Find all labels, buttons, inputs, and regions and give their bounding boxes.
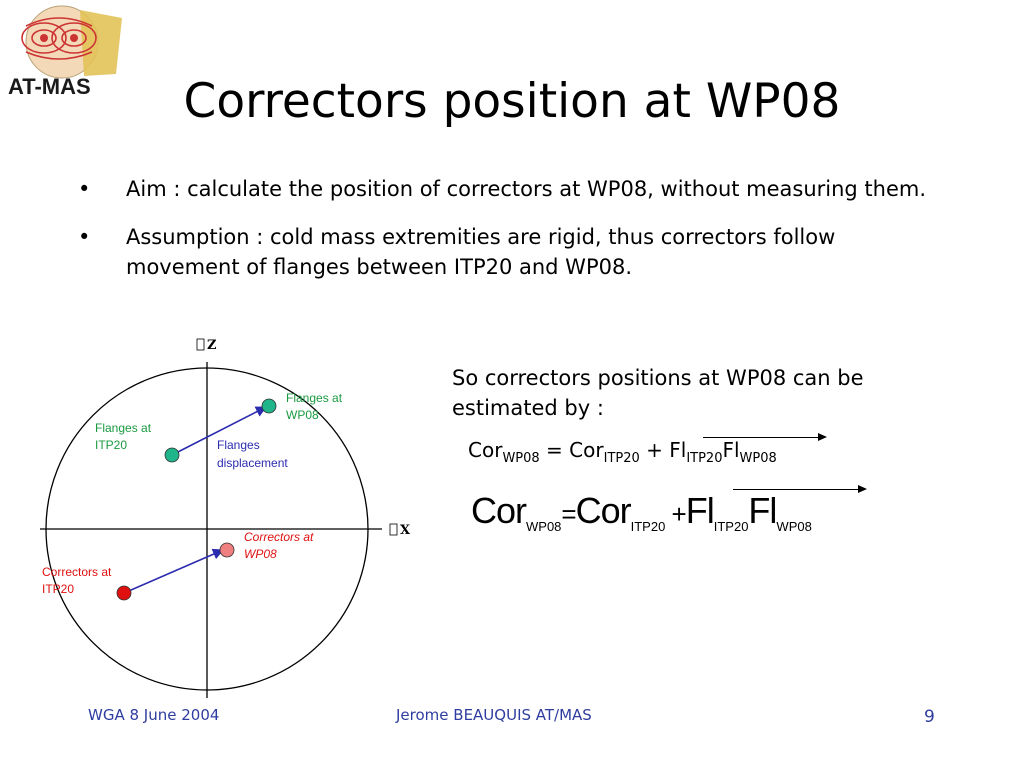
corrector-wp08-point	[219, 542, 235, 558]
bullet-marker: •	[78, 225, 91, 249]
slide-title: Correctors position at WP08	[183, 74, 841, 129]
bullet-aim: • Aim : calculate the position of correc…	[74, 174, 934, 204]
logo-text: AT-MAS	[8, 74, 91, 99]
flange-itp20-point	[164, 447, 180, 463]
corrector-itp20-point	[116, 585, 132, 601]
x-axis-glyph-box	[389, 523, 398, 536]
vector-arrow-small	[703, 433, 827, 441]
footer-author: Jerome BEAUQUIS AT/MAS	[396, 706, 592, 724]
flange-wp08-point	[261, 398, 277, 414]
at-mas-logo: AT-MAS	[8, 5, 122, 99]
flanges-displacement-arrow	[171, 406, 267, 456]
bullet-assumption-text: Assumption : cold mass extremities are r…	[126, 225, 836, 279]
formula-small: CorWP08 = CorITP20 + FlITP20FlWP08	[468, 438, 777, 466]
estimate-text: So correctors positions at WP08 can be e…	[452, 366, 864, 420]
correctors-displacement-arrow	[123, 548, 225, 594]
correctors-wp08-label: Correctors at WP08	[244, 530, 317, 561]
x-axis-label: X	[400, 523, 411, 538]
formula-large: CorWP08=CorITP20 +FlITP20FlWP08	[471, 490, 812, 535]
page-number: 9	[924, 707, 935, 727]
bullet-marker: •	[78, 177, 91, 201]
footer-date: WGA 8 June 2004	[88, 706, 220, 724]
bullet-list: • Aim : calculate the position of correc…	[74, 174, 934, 300]
bullet-aim-text: Aim : calculate the position of correcto…	[126, 177, 927, 201]
vector-arrow-large	[733, 485, 867, 493]
logo-globe-icon	[21, 5, 122, 79]
position-diagram: Z X Flanges at ITP20 Flanges at WP08 Fla…	[40, 338, 411, 698]
flanges-itp20-label: Flanges at ITP20	[95, 421, 154, 452]
correctors-itp20-label: Correctors at ITP20	[42, 565, 115, 596]
flanges-wp08-label: Flanges at WP08	[286, 391, 345, 422]
flanges-displacement-label: Flanges displacement	[217, 438, 288, 470]
bullet-assumption: • Assumption : cold mass extremities are…	[74, 222, 934, 282]
z-axis-glyph-box	[196, 338, 205, 351]
z-axis-label: Z	[207, 338, 217, 353]
